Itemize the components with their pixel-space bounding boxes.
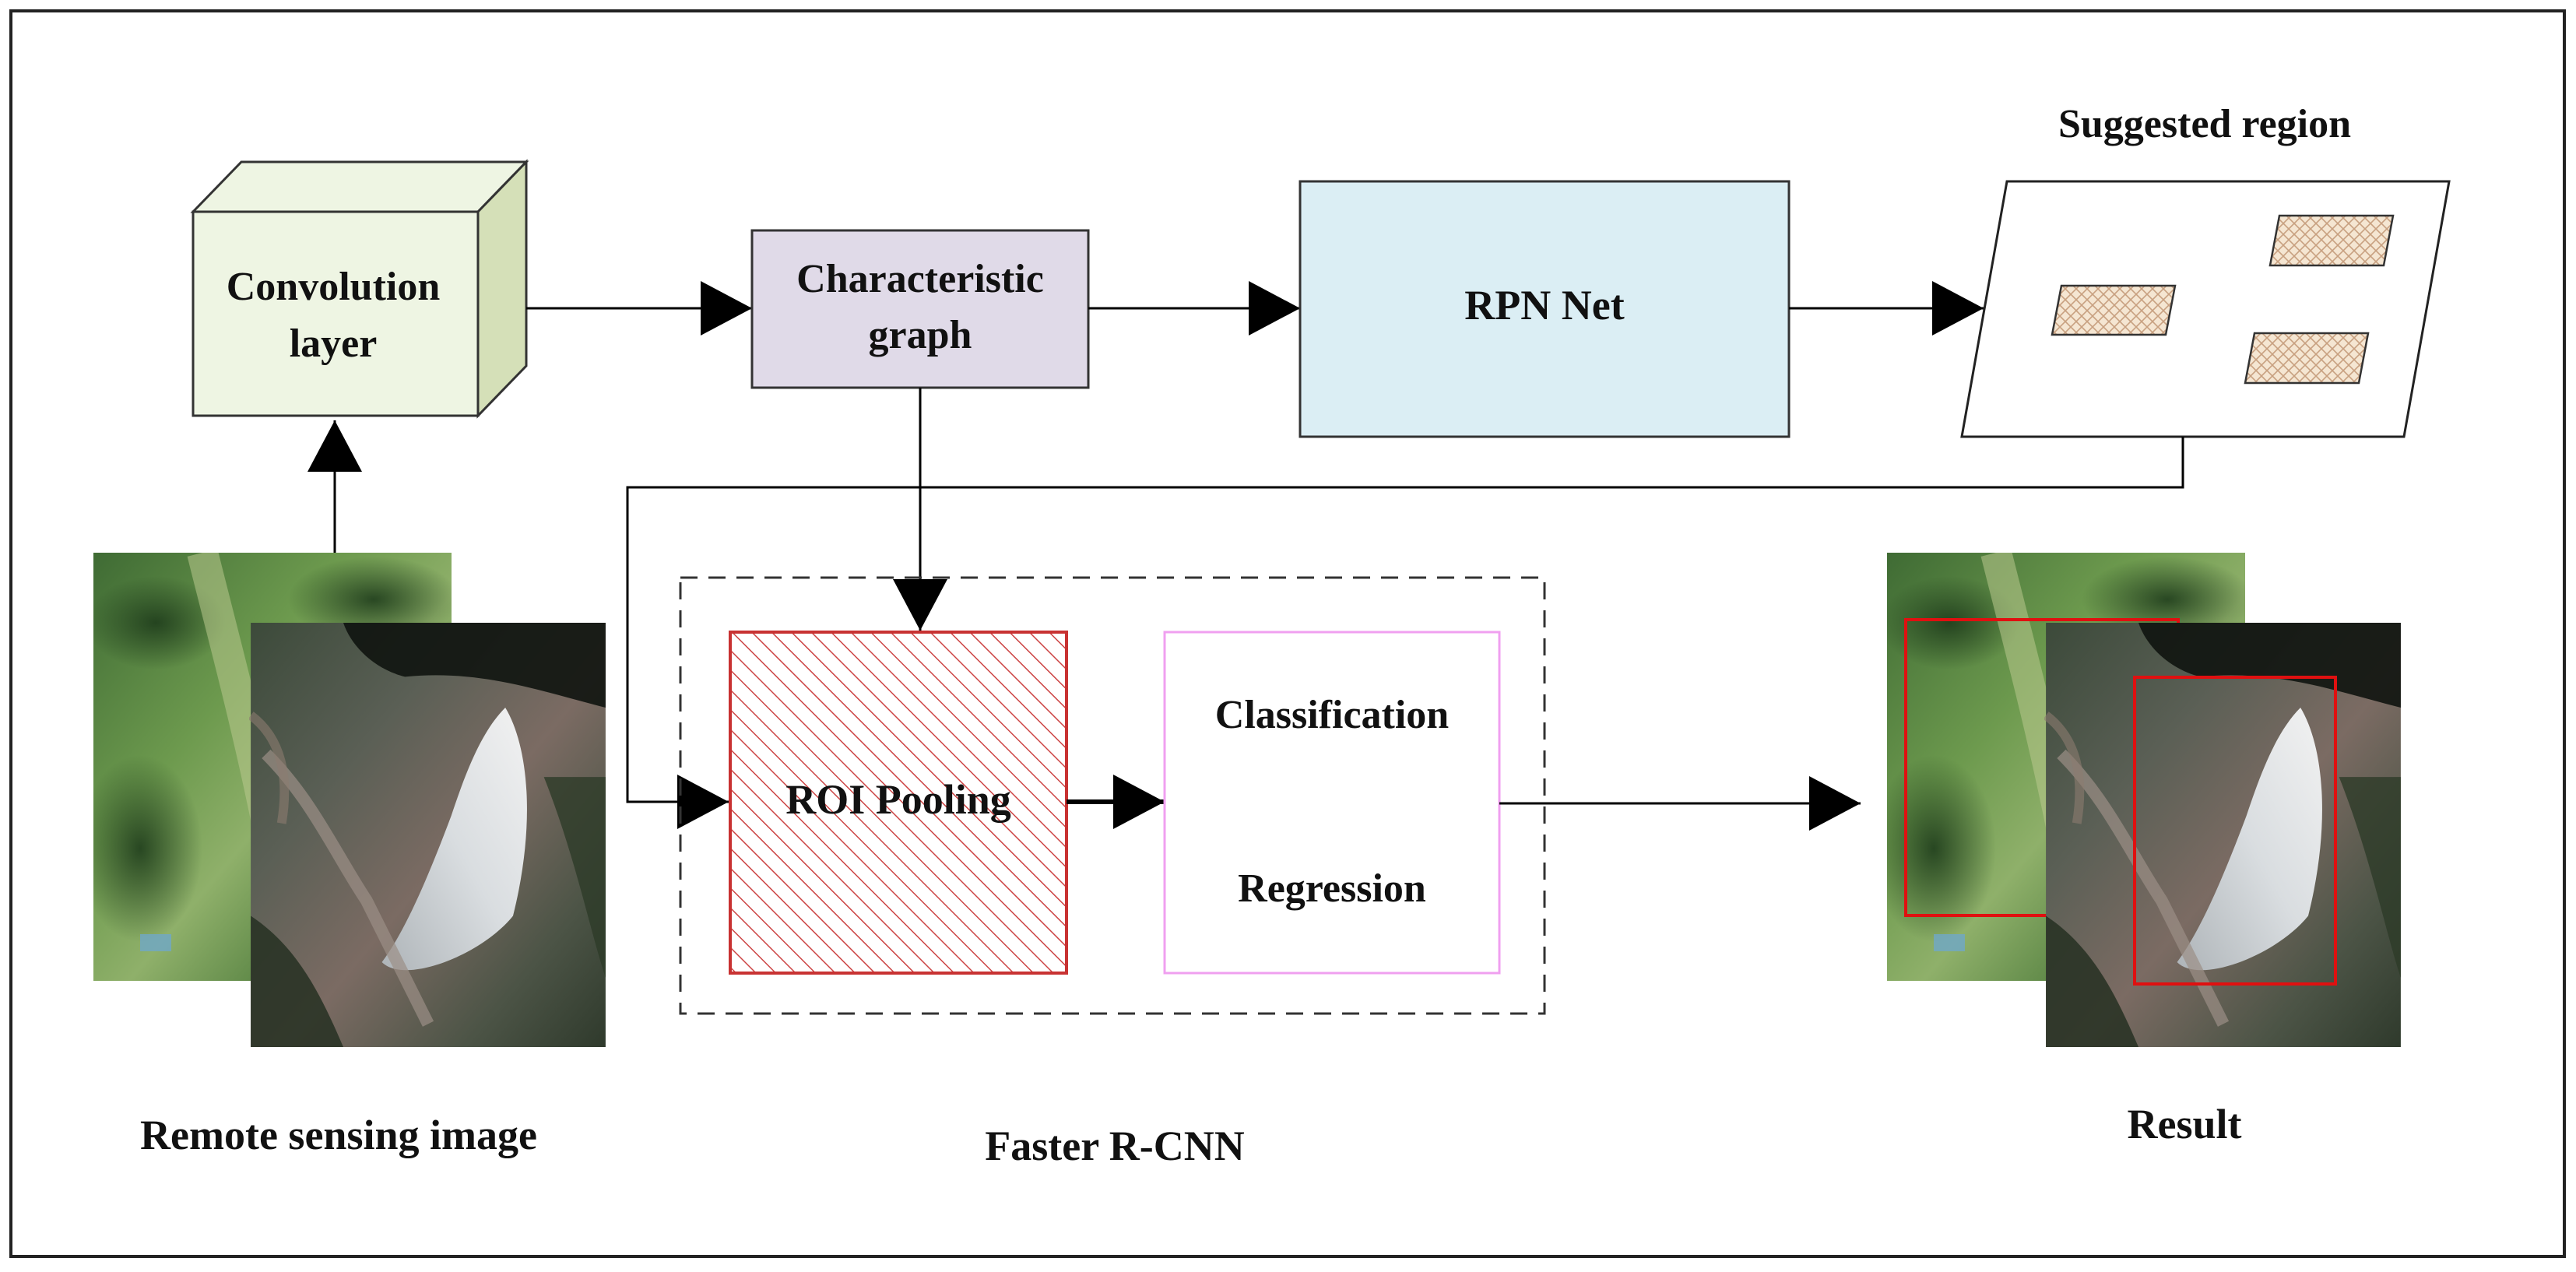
region-proposal-1 (2051, 284, 2177, 336)
convolution-layer-node: Convolution layer (190, 159, 529, 419)
classifier-box (1163, 631, 1501, 975)
caption-faster-rcnn: Faster R-CNN (985, 1123, 1244, 1169)
suggested-region-title: Suggested region (2058, 102, 2351, 146)
roi-label: ROI Pooling (785, 776, 1011, 823)
characteristic-graph-node: Characteristic graph (750, 229, 1090, 389)
classification-label: Classification (1215, 693, 1450, 737)
roi-pooling-node: ROI Pooling (729, 631, 1068, 975)
region-proposal-3 (2244, 332, 2370, 385)
input-image-stack (78, 553, 606, 1047)
cube-front (192, 210, 480, 417)
detection-box-landslide (2133, 676, 2337, 986)
convolution-label-2: layer (290, 322, 378, 366)
faster-rcnn-container (679, 576, 1546, 1015)
classifier-node: Classification Regression (1163, 631, 1501, 975)
region-proposal-2 (2268, 214, 2395, 267)
cube-top (190, 160, 529, 213)
landslide-image (251, 623, 606, 1047)
characteristic-label-1: Characteristic (796, 257, 1044, 301)
rpn-label: RPN Net (1464, 282, 1624, 329)
regression-label: Regression (1238, 866, 1426, 911)
suggested-region-node (1960, 180, 2451, 438)
characteristic-box (750, 229, 1090, 389)
caption-input: Remote sensing image (140, 1112, 537, 1158)
arrow-region-to-roi (626, 437, 2184, 829)
caption-result: Result (2128, 1101, 2242, 1147)
result-image-stack (1871, 553, 2401, 1047)
rpn-net-node: RPN Net (1299, 180, 1791, 438)
convolution-label-1: Convolution (227, 265, 441, 309)
characteristic-label-2: graph (869, 313, 972, 357)
rpn-box (1299, 180, 1791, 438)
